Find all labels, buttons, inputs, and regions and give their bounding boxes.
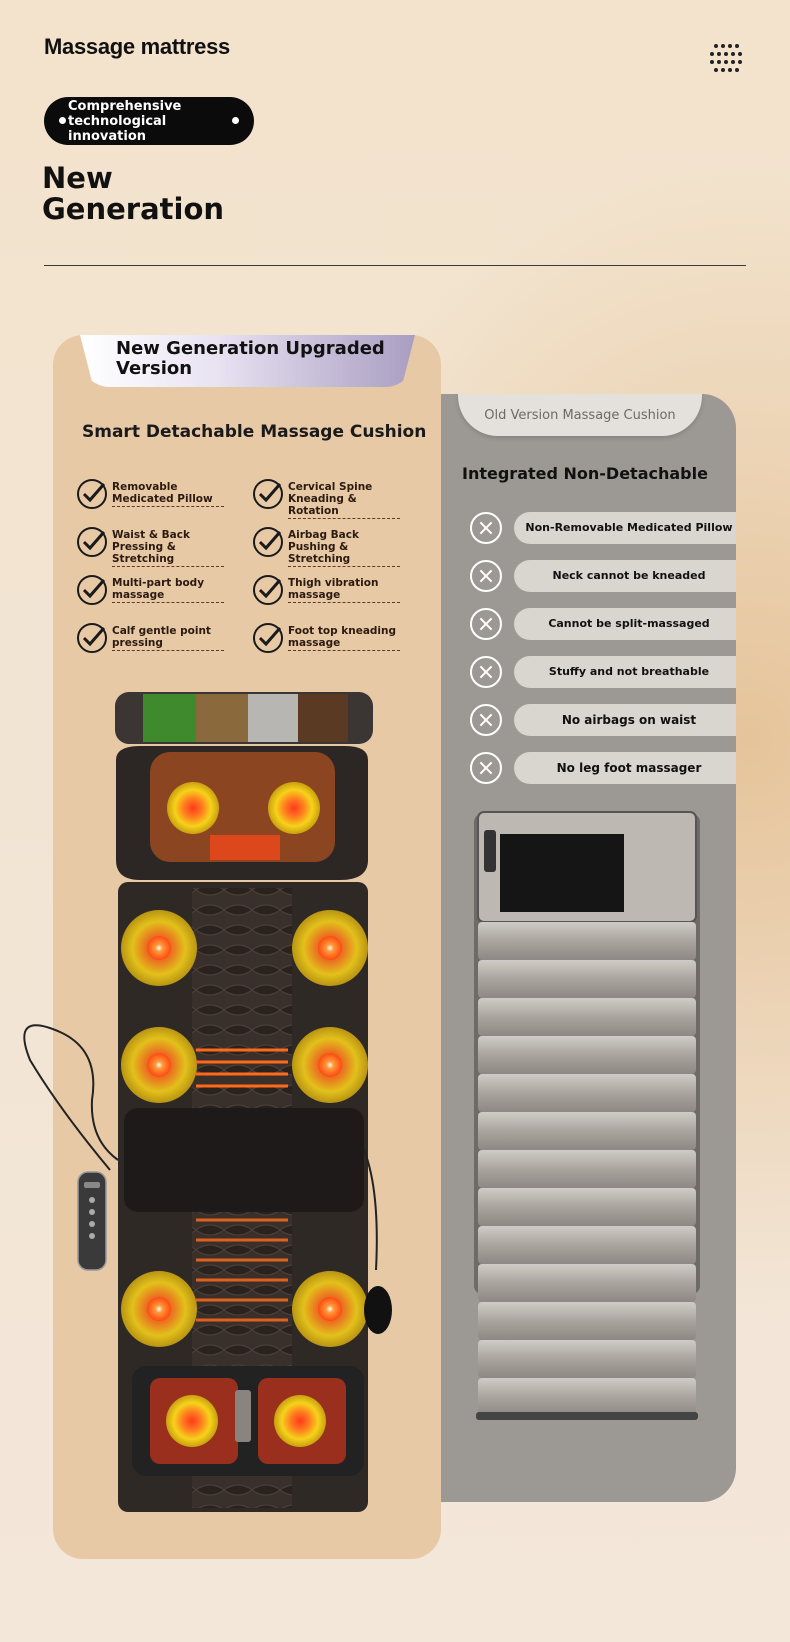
check-circle-icon xyxy=(77,479,107,509)
feature-label: Multi-part body massage xyxy=(112,577,224,603)
check-circle-icon xyxy=(253,575,283,605)
page-title: Massage mattress xyxy=(44,34,230,59)
drawback-label: No airbags on waist xyxy=(514,704,736,736)
close-icon xyxy=(470,608,502,640)
drawback-label: Cannot be split-massaged xyxy=(514,608,736,640)
close-icon xyxy=(470,752,502,784)
innovation-badge: Comprehensive technological innovation xyxy=(44,97,254,145)
close-icon xyxy=(470,656,502,688)
check-circle-icon xyxy=(253,527,283,557)
drawback-label: Neck cannot be kneaded xyxy=(514,560,736,592)
bullet-dot xyxy=(59,117,66,124)
check-circle-icon xyxy=(77,623,107,653)
old-mattress-image xyxy=(474,811,700,1420)
check-circle-icon xyxy=(77,575,107,605)
feature-item: Foot top kneading massage xyxy=(252,622,422,656)
feature-item: Multi-part body massage xyxy=(76,574,246,608)
feature-label: Calf gentle point pressing xyxy=(112,625,224,651)
feature-item: Removable Medicated Pillow xyxy=(76,478,246,512)
feature-label: Waist & Back Pressing & Stretching xyxy=(112,529,224,567)
check-circle-icon xyxy=(253,623,283,653)
check-circle-icon xyxy=(77,527,107,557)
old-version-heading: Integrated Non-Detachable xyxy=(462,464,708,483)
old-version-panel: Old Version Massage Cushion Integrated N… xyxy=(430,394,736,1502)
feature-item: Waist & Back Pressing & Stretching xyxy=(76,526,246,567)
drawback-label: No leg foot massager xyxy=(514,752,736,784)
new-version-heading: Smart Detachable Massage Cushion xyxy=(82,422,427,442)
feature-label: Thigh vibration massage xyxy=(288,577,400,603)
feature-item: Thigh vibration massage xyxy=(252,574,422,608)
close-icon xyxy=(470,512,502,544)
badge-label: Comprehensive technological innovation xyxy=(68,98,182,144)
feature-label: Removable Medicated Pillow xyxy=(112,481,224,507)
feature-item: Cervical Spine Kneading & Rotation xyxy=(252,478,422,519)
menu-dots-icon[interactable] xyxy=(708,43,746,73)
hero-heading: New Generation xyxy=(42,161,225,226)
check-circle-icon xyxy=(253,479,283,509)
new-version-tab xyxy=(80,335,415,387)
close-icon xyxy=(470,560,502,592)
drawback-label: Stuffy and not breathable xyxy=(514,656,736,688)
bullet-dot xyxy=(232,117,239,124)
feature-item: Airbag Back Pushing & Stretching xyxy=(252,526,422,567)
feature-label: Foot top kneading massage xyxy=(288,625,400,651)
feature-label: Airbag Back Pushing & Stretching xyxy=(288,529,400,567)
divider xyxy=(44,265,746,266)
feature-item: Calf gentle point pressing xyxy=(76,622,246,656)
drawback-label: Non-Removable Medicated Pillow xyxy=(514,512,736,544)
close-icon xyxy=(470,704,502,736)
new-version-tab-label: New Generation Upgraded Version xyxy=(116,338,385,379)
feature-label: Cervical Spine Kneading & Rotation xyxy=(288,481,400,519)
old-version-tab: Old Version Massage Cushion xyxy=(458,394,702,436)
